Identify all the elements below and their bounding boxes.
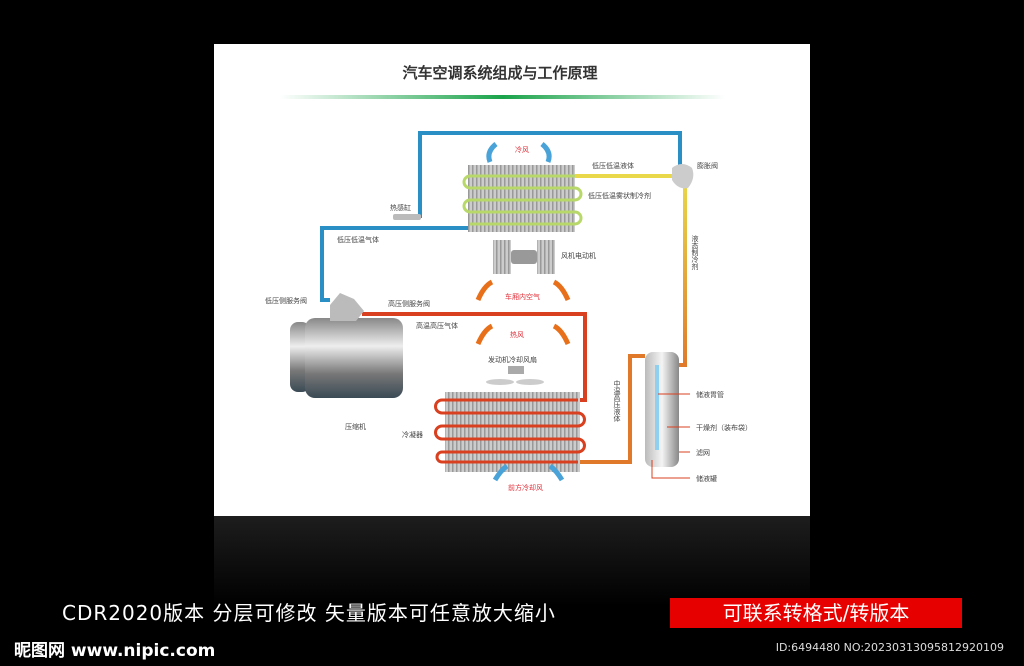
label-low-liquid: 低压低温液体 <box>592 161 634 170</box>
label-hot-air: 热风 <box>510 330 524 339</box>
ac-system-diagram: 汽车空调系统组成与工作原理 冷风 <box>265 64 752 492</box>
blower-motor <box>493 240 555 274</box>
front-air-arrows-icon <box>492 463 565 482</box>
label-mid-liquid: 中温高压液体 <box>613 379 621 423</box>
high-pressure-gas-pipe <box>362 312 587 402</box>
label-filter: 滤网 <box>696 448 710 457</box>
pointer-lines <box>651 393 690 479</box>
label-expansion-valve: 膨胀阀 <box>697 161 718 170</box>
sensor-line <box>418 131 682 218</box>
liquid-refrigerant-pipe <box>670 180 687 367</box>
label-condenser: 冷凝器 <box>402 430 423 439</box>
label-low-gas: 低压低温气体 <box>337 235 379 244</box>
cold-air-arrows-icon <box>486 142 552 163</box>
label-compressor: 压缩机 <box>345 422 366 431</box>
label-high-service-valve: 高压侧服务阀 <box>388 299 430 308</box>
label-receiver: 储液罐 <box>696 474 717 483</box>
low-pressure-gas-pipe <box>320 226 470 302</box>
engine-cooling-fan <box>486 366 544 385</box>
label-cold-air: 冷风 <box>515 145 529 154</box>
label-engine-fan: 发动机冷却风扇 <box>488 355 537 364</box>
label-liquid-refrigerant: 液态制冷剂 <box>691 234 699 271</box>
label-high-gas: 高温高压气体 <box>416 321 458 330</box>
label-desiccant: 干燥剂（装布袋） <box>696 423 752 432</box>
label-low-service-valve: 低压侧服务阀 <box>265 296 307 305</box>
label-blower-motor: 风机电动机 <box>561 251 596 260</box>
label-low-mist: 低压低温雾状制冷剂 <box>588 191 651 200</box>
label-sensor-bulb: 热感缸 <box>390 203 411 212</box>
version-banner: CDR2020版本 分层可修改 矢量版本可任意放大缩小 <box>62 601 556 625</box>
title-underline <box>280 95 725 99</box>
label-pickup-tube: 储液胃管 <box>696 390 724 399</box>
condenser <box>434 392 586 472</box>
expansion-valve <box>672 164 694 189</box>
label-cabin-air: 车厢内空气 <box>505 292 540 301</box>
compressor <box>290 293 403 398</box>
hot-air-arrows-icon <box>475 323 571 346</box>
diagram-panel: 汽车空调系统组成与工作原理 冷风 <box>214 44 810 516</box>
image-id: ID:6494480 NO:20230313095812920109 <box>775 641 1004 654</box>
cabin-air-arrows-icon <box>475 279 571 302</box>
label-front-air: 前方冷却风 <box>508 483 543 492</box>
sensor-bulb <box>393 214 421 220</box>
site-logo: 昵图网 www.nipic.com <box>14 641 216 661</box>
format-badge: 可联系转格式/转版本 <box>670 598 962 628</box>
evaporator <box>462 165 583 232</box>
receiver-drier <box>645 352 679 467</box>
panel-reflection <box>214 516 810 606</box>
diagram-title: 汽车空调系统组成与工作原理 <box>402 64 597 82</box>
mid-liquid-pipe <box>578 354 645 464</box>
